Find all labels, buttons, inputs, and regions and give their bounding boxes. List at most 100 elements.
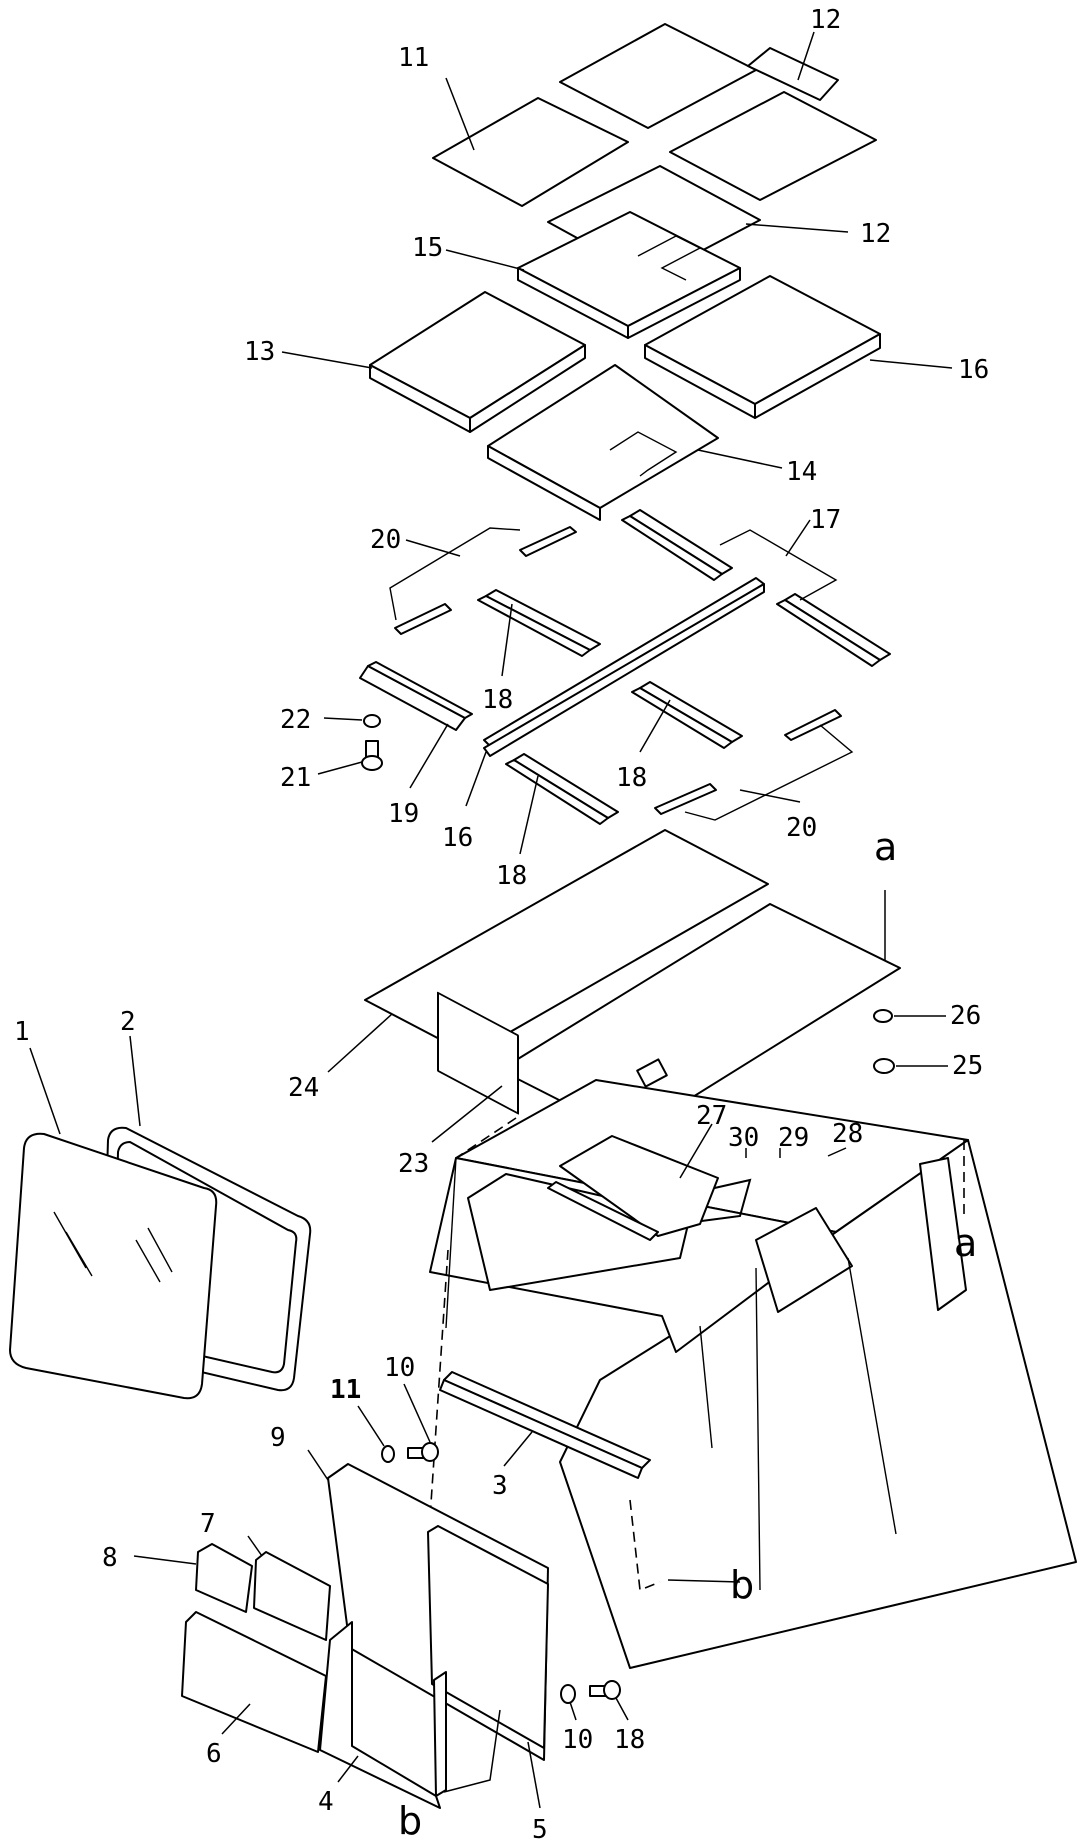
- roof-panel-15-side: [487, 445, 601, 521]
- callout-14: 13: [244, 337, 275, 367]
- roof-rail-group: [359, 509, 891, 825]
- leader-17: [465, 751, 487, 807]
- leader-21: [317, 761, 363, 775]
- rail-18-left: [485, 589, 601, 651]
- callout-10-upper: 10: [384, 1353, 415, 1383]
- panel-6: [181, 1611, 327, 1753]
- cab-inner-frame-3: [699, 1325, 713, 1449]
- rail-18-left-lip: [477, 595, 591, 657]
- roof-pad-12-tab: [747, 47, 839, 101]
- leader-16-right: [869, 359, 953, 369]
- roof-pad-12-top: [559, 23, 757, 129]
- callout-29: 29: [778, 1123, 809, 1153]
- callout-18-top: 17: [810, 505, 841, 535]
- callout-20-upper: 20: [370, 525, 401, 555]
- callout-labels: 12 11 12 15 13 16 14 20 17 18 22 21 19 1…: [14, 5, 989, 1842]
- headliner-24: [364, 829, 769, 1056]
- callout-9: 9: [270, 1423, 286, 1453]
- rail-20-d: [654, 783, 717, 815]
- callout-5: 5: [532, 1815, 548, 1842]
- leader-11-upper: [357, 1405, 385, 1447]
- roof-panel-14: [369, 291, 586, 419]
- leader-5: [527, 1741, 541, 1809]
- lower-panel-group: [181, 991, 621, 1809]
- assembly-line-door: [455, 1117, 517, 1159]
- leader-3: [503, 1431, 533, 1467]
- callout-4: 4: [318, 1787, 334, 1817]
- leader-22: [323, 717, 363, 721]
- leader-11-lower: [569, 1701, 577, 1721]
- rail-18-top: [629, 509, 733, 575]
- marker-b-bottom-arrow: [443, 1709, 501, 1793]
- callout-30: 30: [728, 1123, 759, 1153]
- callout-6: 6: [206, 1739, 222, 1769]
- washer-22: [363, 714, 381, 728]
- callout-24: 24: [288, 1073, 319, 1103]
- callout-18-middle: 18: [616, 763, 647, 793]
- callout-25: 25: [952, 1051, 983, 1081]
- callout-16-right: 16: [958, 355, 989, 385]
- nut-26: [873, 1009, 893, 1023]
- callout-21: 21: [280, 763, 311, 793]
- assembly-line-b: [629, 1499, 661, 1592]
- callout-1: 1: [14, 1017, 30, 1047]
- headliner-23-cutout: [636, 1058, 668, 1088]
- leader-10-upper: [403, 1383, 431, 1443]
- rail-18-top-lip: [621, 515, 723, 581]
- callout-15: 14: [786, 457, 817, 487]
- rail-17-long-lip: [483, 583, 765, 757]
- callout-11-upper: 11: [330, 1375, 361, 1405]
- window-glass-2-reflection-2: [135, 1239, 161, 1283]
- roof-panel-group: [369, 211, 881, 521]
- leader-24: [327, 1013, 393, 1073]
- door-sill-3-lip: [439, 1379, 643, 1479]
- cab-inner-frame-4: [445, 1157, 457, 1329]
- view-marker-b-bottom: b: [398, 1799, 422, 1842]
- rail-18-middle: [639, 681, 743, 743]
- leader-18-bottom: [519, 775, 539, 855]
- panel-8: [195, 1543, 253, 1613]
- rail-20-b: [394, 603, 452, 635]
- leader-18-top: [785, 519, 811, 557]
- leader-20-upper: [405, 539, 461, 557]
- leader-10-lower: [615, 1697, 629, 1721]
- rail-20-a: [519, 526, 577, 557]
- callout-28: 28: [832, 1119, 863, 1149]
- rail-18-bottom: [513, 753, 619, 819]
- callout-16-upper: 15: [412, 233, 443, 263]
- washer-11-upper: [381, 1445, 395, 1463]
- roof-panel-14-side2: [469, 344, 586, 433]
- roof-pad-12-right: [669, 91, 877, 201]
- leader-15: [697, 449, 783, 469]
- rail-18-right-lip: [776, 599, 881, 667]
- rail-20-leader-upper: [389, 527, 521, 621]
- panel-7: [253, 1551, 331, 1641]
- roof-panel-16-upper-side2: [627, 267, 741, 339]
- leader-lines: [29, 31, 953, 1809]
- roof-pad-12-left: [432, 97, 629, 207]
- roof-hatch-27-rail: [547, 1181, 659, 1241]
- callout-19: 19: [388, 799, 419, 829]
- leader-7: [247, 1535, 263, 1557]
- cab-inner-frame-1: [755, 1267, 761, 1591]
- rail-20-leader-lower: [684, 724, 854, 821]
- callout-22: 22: [280, 705, 311, 735]
- leader-27: [679, 1123, 713, 1179]
- washer-25: [873, 1058, 895, 1074]
- callout-13: 12: [860, 219, 891, 249]
- view-marker-b-side: b: [730, 1563, 754, 1607]
- callout-7: 7: [200, 1509, 216, 1539]
- rail-18-middle-lip: [631, 687, 733, 749]
- leader-12-top: [797, 31, 815, 81]
- callout-3: 3: [492, 1471, 508, 1501]
- leader-6: [221, 1703, 251, 1735]
- callout-12-left: 11: [398, 43, 429, 73]
- callout-20-lower: 20: [786, 813, 817, 843]
- leader-16-upper: [445, 249, 525, 271]
- rail-20-c: [784, 709, 842, 741]
- callout-18-left: 18: [482, 685, 513, 715]
- leader-13: [745, 223, 849, 233]
- rail-18-right: [784, 593, 891, 661]
- leader-18-left: [501, 603, 513, 677]
- window-glass-1: [9, 1132, 218, 1400]
